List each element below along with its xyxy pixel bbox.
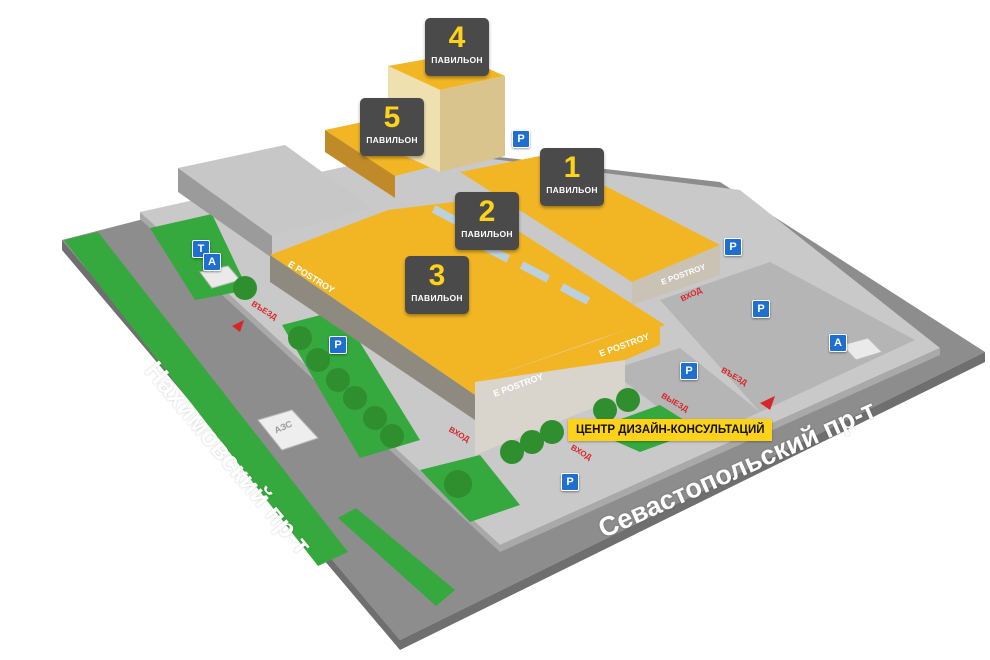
office-block-roof — [475, 326, 660, 382]
trees — [233, 276, 640, 498]
grass-strip — [64, 232, 348, 566]
pavilion-4-badge[interactable]: 4 ПАВИЛЬОН — [425, 18, 489, 76]
skylight — [559, 283, 591, 305]
pavilion-1-roof — [460, 155, 720, 282]
parking-sign[interactable]: P — [329, 336, 347, 354]
pavilion-2-number: 2 — [478, 195, 496, 228]
entry-arrow — [232, 320, 244, 332]
design-center-callout[interactable]: ЦЕНТР ДИЗАЙН-КОНСУЛЬТАЦИЙ — [568, 419, 773, 441]
skylight — [431, 205, 463, 227]
grass-strip — [338, 508, 455, 606]
entry-arrow — [760, 396, 775, 410]
pavilion-4-number: 4 — [448, 21, 466, 54]
pavilion-4-tower-side — [440, 76, 505, 172]
grey-warehouse-wall — [178, 168, 272, 258]
parking-lot-right — [660, 262, 915, 412]
pavilion-5-number: 5 — [383, 101, 401, 134]
parking-lot-front — [610, 348, 760, 440]
pavilion-1-number: 1 — [563, 151, 581, 184]
pavilion-5-badge[interactable]: 5 ПАВИЛЬОН — [360, 98, 424, 156]
pavilion-3-badge[interactable]: 3 ПАВИЛЬОН — [405, 256, 469, 314]
parking-sign[interactable]: P — [512, 130, 530, 148]
bus-sign[interactable]: А — [829, 334, 847, 352]
pavilion-1-badge[interactable]: 1 ПАВИЛЬОН — [540, 148, 604, 206]
pavilion-3-label: ПАВИЛЬОН — [411, 293, 463, 303]
pavilion-2-badge[interactable]: 2 ПАВИЛЬОН — [455, 192, 519, 250]
bus-sign[interactable]: А — [203, 253, 221, 271]
parking-sign[interactable]: P — [724, 238, 742, 256]
parking-sign[interactable]: P — [561, 473, 579, 491]
parking-sign[interactable]: P — [752, 300, 770, 318]
grey-warehouse-roof — [178, 145, 372, 236]
gas-station-roof — [257, 409, 319, 451]
pavilion-2-3-wall — [270, 255, 475, 420]
pavilion-5-label: ПАВИЛЬОН — [366, 135, 418, 145]
pavilion-1-label: ПАВИЛЬОН — [546, 185, 598, 195]
parking-sign[interactable]: P — [680, 362, 698, 380]
pavilion-4-label: ПАВИЛЬОН — [431, 55, 483, 65]
guard-booth — [841, 337, 883, 361]
pavilion-2-label: ПАВИЛЬОН — [461, 229, 513, 239]
sidewalk-edge — [500, 348, 940, 552]
road-edge — [400, 352, 985, 650]
pavilion-1-wall — [632, 245, 720, 305]
pavilion-3-number: 3 — [428, 259, 446, 292]
skylight — [519, 261, 551, 283]
pavilion-5-wall — [325, 130, 395, 198]
